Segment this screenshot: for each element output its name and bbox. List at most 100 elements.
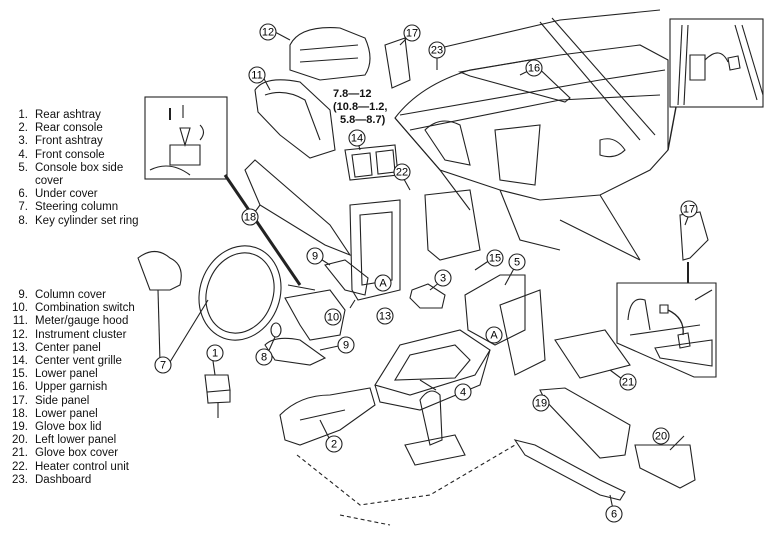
- callout-7: 7: [154, 356, 172, 374]
- legend-number: 22.: [12, 460, 28, 473]
- callout-circle: [652, 427, 670, 445]
- legend-label: Lower panel: [35, 407, 98, 420]
- callout-label: 4: [460, 387, 466, 399]
- callout-2: 2: [325, 435, 343, 453]
- callout-label: 3: [440, 273, 446, 285]
- callout-label: 17: [683, 204, 695, 216]
- legend-number: 15.: [12, 368, 28, 381]
- rear-console: [279, 387, 376, 446]
- legend-item: 10.Combination switch: [6, 302, 135, 315]
- legend-item: 18. Lower panel: [6, 408, 135, 421]
- callout-circle: [403, 24, 421, 42]
- legend-item: 11.Meter/gauge hood: [6, 315, 135, 328]
- legend-number: 2.: [18, 122, 28, 135]
- callout-label: 10: [327, 312, 339, 324]
- callout-15: 15: [486, 249, 504, 267]
- legend-item: 21.Glove box cover: [6, 447, 135, 460]
- legend-label: Rear ashtray: [35, 109, 101, 121]
- callout-label: 15: [489, 253, 501, 265]
- callout-circle: [241, 208, 259, 226]
- steering-wheel: [198, 245, 282, 341]
- legend-label: Key cylinder set ring: [35, 214, 139, 227]
- legend-item: 22. Heater control unit: [6, 461, 135, 474]
- callout-label: 21: [622, 377, 634, 389]
- callout-label: 19: [535, 398, 547, 410]
- legend-item: 3.Front ashtray: [6, 135, 139, 148]
- legend-item: 1. Rear ashtray: [6, 109, 139, 122]
- legend-number: 21.: [12, 447, 28, 460]
- torque-spec: 7.8—12 (10.8—1.2, 5.8—8.7): [333, 88, 387, 127]
- legend-number: 1.: [18, 109, 28, 121]
- callout-14: 14: [348, 129, 366, 147]
- callout-20: 20: [652, 427, 670, 445]
- callout-circle: [154, 356, 172, 374]
- callout-6: 6: [605, 505, 623, 523]
- legend-label: Upper garnish: [35, 381, 108, 394]
- callout-16: 16: [525, 59, 543, 77]
- callout-label: 7: [160, 360, 166, 372]
- legend-item: 16.Upper garnish: [6, 381, 135, 394]
- callout-circle: [259, 23, 277, 41]
- callout-9a: 9: [306, 247, 324, 265]
- callout-circle: [324, 308, 342, 326]
- callout-circle: [325, 435, 343, 453]
- callout-label: 11: [251, 70, 262, 82]
- callout-label: 12: [262, 27, 274, 39]
- legend-item: 12.Instrument cluster: [6, 329, 135, 342]
- callout-label: 16: [528, 63, 540, 75]
- callout-23: 23: [428, 41, 446, 59]
- legend-item: 17.Side panel: [6, 395, 135, 408]
- rear-ashtray: [204, 374, 231, 393]
- legend-number: 6.: [18, 188, 28, 201]
- legend-number: 5.: [18, 161, 28, 174]
- legend-item: 14.Center vent grille: [6, 355, 135, 368]
- legend-label: Front ashtray: [35, 135, 103, 148]
- legend-number: 4.: [18, 148, 28, 161]
- callout-1: 1: [206, 344, 224, 362]
- legend-label: Combination switch: [35, 302, 135, 315]
- legend-label: Center vent grille: [35, 355, 122, 368]
- legend-item: 23.Dashboard: [6, 474, 135, 487]
- callout-8: 8: [255, 348, 273, 366]
- callout-label: 13: [379, 311, 391, 323]
- legend-item: 9.Column cover: [6, 289, 135, 302]
- callout-label: 22: [396, 167, 408, 179]
- legend-number: 18.: [12, 407, 28, 420]
- callout-circle: [337, 336, 355, 354]
- legend-number: 17.: [12, 394, 28, 407]
- legend-label: Left lower panel: [35, 434, 117, 447]
- legend-item: 8.Key cylinder set ring: [6, 214, 139, 228]
- inset-clip-detail: [669, 18, 764, 108]
- legend-label: Steering column: [35, 201, 119, 214]
- legend-label: Glove box lid: [35, 421, 102, 434]
- callout-label: A: [379, 278, 387, 290]
- front-console: [374, 329, 491, 396]
- legend-number: 9.: [18, 289, 28, 301]
- legend-label: Heater control unit: [35, 460, 129, 473]
- callout-5: 5: [508, 253, 526, 271]
- legend-item: 20.Left lower panel: [6, 434, 135, 447]
- callout-circle: [508, 253, 526, 271]
- legend-number: 13.: [12, 341, 28, 354]
- legend-label: Meter/gauge hood: [35, 315, 129, 328]
- instrument-cluster: [289, 27, 371, 81]
- callout-circle: [393, 163, 411, 181]
- callout-4: 4: [454, 383, 472, 401]
- callout-circle: [206, 344, 224, 362]
- torque-line-2: (10.8—1.2,: [333, 101, 388, 113]
- callout-13: 13: [376, 307, 394, 325]
- callout-circle: [532, 394, 550, 412]
- legend-item: 13.Center panel: [6, 342, 135, 355]
- callout-18: 18: [241, 208, 259, 226]
- callout-A2: A: [485, 326, 503, 344]
- meter-hood: [254, 79, 336, 159]
- center-panel: [349, 199, 401, 301]
- legend-label: Rear console: [35, 122, 103, 135]
- glove-box-lid: [539, 387, 631, 459]
- callout-label: 1: [212, 348, 218, 360]
- callout-circle: [680, 200, 698, 218]
- callout-17a: 17: [403, 24, 421, 42]
- callout-19: 19: [532, 394, 550, 412]
- callout-3: 3: [434, 269, 452, 287]
